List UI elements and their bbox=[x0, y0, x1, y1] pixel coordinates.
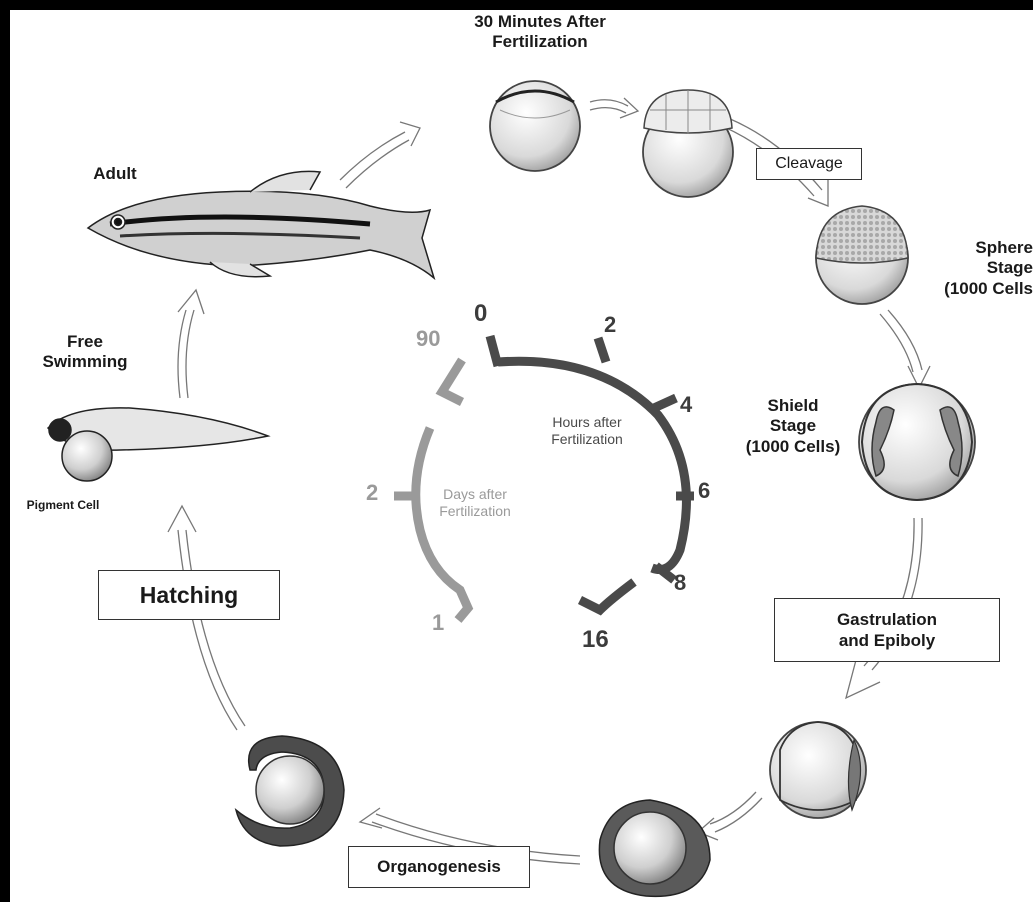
gastrulation-line1: Gastrulation bbox=[837, 609, 937, 630]
shield-line3: (1000 Cells) bbox=[728, 437, 858, 457]
arrow-epiboly-to-segmentation bbox=[715, 798, 762, 832]
hours-after-fertilization-label: Hours after Fertilization bbox=[522, 414, 652, 448]
diagram-graphics bbox=[10, 10, 1033, 902]
cleavage-embryo-illustration bbox=[643, 90, 733, 197]
days-line1: Days after bbox=[420, 486, 530, 503]
sphere-stage-illustration bbox=[816, 206, 908, 304]
shield-stage-label: Shield Stage (1000 Cells) bbox=[728, 396, 858, 457]
hours-arc bbox=[490, 336, 694, 610]
hatching-box: Hatching bbox=[98, 570, 280, 620]
gastrulation-line2: and Epiboly bbox=[839, 630, 935, 651]
segmentation-embryo-illustration bbox=[599, 800, 710, 896]
hours-line1: Hours after bbox=[522, 414, 652, 431]
arrow-zygote-to-cleavage bbox=[590, 100, 628, 106]
shield-line1: Shield bbox=[728, 396, 858, 416]
shield-line2: Stage bbox=[728, 416, 858, 436]
adult-label: Adult bbox=[70, 164, 160, 184]
hour-tick-0: 0 bbox=[474, 300, 487, 328]
hour-tick-6: 6 bbox=[698, 478, 710, 504]
free-swimming-line1: Free bbox=[20, 332, 150, 352]
zygote-title-line1: 30 Minutes After bbox=[430, 12, 650, 32]
free-swimming-line2: Swimming bbox=[20, 352, 150, 372]
shield-stage-illustration bbox=[859, 384, 975, 500]
day-tick-2: 2 bbox=[366, 480, 378, 506]
sphere-stage-label: Sphere Stage (1000 Cells bbox=[908, 238, 1033, 299]
days-line2: Fertilization bbox=[420, 503, 530, 520]
hours-line2: Fertilization bbox=[522, 431, 652, 448]
day-tick-90: 90 bbox=[416, 326, 440, 352]
zygote-title-line2: Fertilization bbox=[430, 32, 650, 52]
gastrulation-box: Gastrulation and Epiboly bbox=[774, 598, 1000, 662]
pigment-cell-label: Pigment Cell bbox=[8, 498, 118, 512]
day-tick-1: 1 bbox=[432, 610, 444, 636]
arrow-sphere-to-shield bbox=[888, 310, 922, 370]
organogenesis-box: Organogenesis bbox=[348, 846, 530, 888]
free-swimming-label: Free Swimming bbox=[20, 332, 150, 373]
adult-fish-illustration bbox=[88, 171, 434, 278]
cleavage-box: Cleavage bbox=[756, 148, 862, 180]
hour-tick-2: 2 bbox=[604, 312, 616, 338]
sphere-line1: Sphere bbox=[908, 238, 1033, 258]
hour-tick-4: 4 bbox=[680, 392, 692, 418]
arrow-larva-to-adult bbox=[186, 310, 194, 398]
sphere-line2: Stage bbox=[908, 258, 1033, 278]
epiboly-embryo-illustration bbox=[770, 722, 866, 818]
sphere-line3: (1000 Cells bbox=[908, 279, 1033, 299]
larva-illustration bbox=[48, 408, 268, 481]
zygote-stage-title: 30 Minutes After Fertilization bbox=[430, 12, 650, 53]
zygote-illustration bbox=[490, 81, 580, 171]
diagram-canvas: 30 Minutes After Fertilization Adult Fre… bbox=[10, 10, 1033, 902]
days-after-fertilization-label: Days after Fertilization bbox=[420, 486, 530, 520]
arrow-adult-to-zygote bbox=[340, 132, 405, 180]
pre-hatch-embryo-illustration bbox=[236, 736, 344, 846]
hour-tick-8: 8 bbox=[674, 570, 686, 596]
hour-tick-16: 16 bbox=[582, 626, 609, 654]
